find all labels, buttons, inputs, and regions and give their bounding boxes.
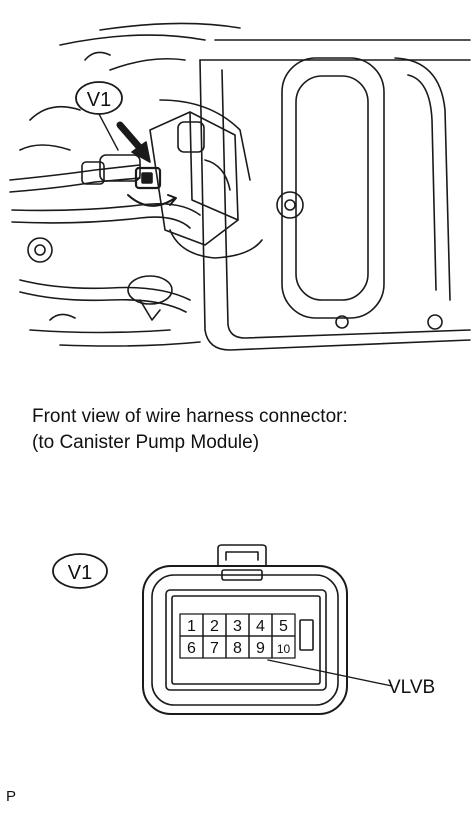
caption-line-1: Front view of wire harness connector: [32,406,348,427]
v1-connector-in-vehicle [127,166,177,207]
harness-and-hoses [9,51,201,347]
engine-callout-label: V1 [87,89,111,111]
connector-lock-tab [299,619,314,651]
connector-outer-housing [142,565,348,715]
pin-label-6: 6 [187,640,196,657]
caption-line-2: (to Canister Pump Module) [32,432,260,453]
engine-callout-bubble: V1 [75,81,123,151]
pin-label-3: 3 [233,618,242,635]
pin-label-8: 8 [233,640,242,657]
vlvb-pointer-line [267,659,393,687]
connector-callout-bubble [52,553,108,589]
connector-cavity [165,589,327,691]
pin-cell-10 [271,635,296,659]
body-panel [59,22,471,351]
pin-label-4: 4 [256,618,265,635]
vlvb-terminal-label: VLVB [388,677,435,698]
pin-label-9: 9 [256,640,265,657]
canister-pump-body [149,111,263,259]
location-arrow [116,121,151,163]
connector-callout-label: V1 [68,562,92,584]
connector-inner-housing [151,574,339,706]
pin-label-10: 10 [277,642,291,656]
pin-label-1: 1 [187,618,196,635]
pin-label-7: 7 [210,640,219,657]
footer-mark: P [6,788,17,805]
pin-label-5: 5 [279,618,288,635]
pin-label-2: 2 [210,618,219,635]
